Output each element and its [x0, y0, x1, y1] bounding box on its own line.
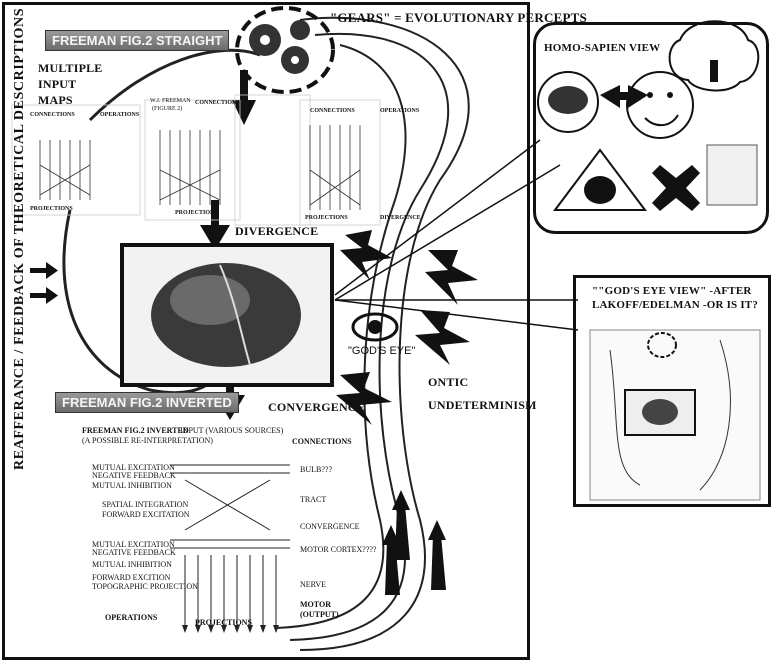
inverted-subtitle: (A POSSIBLE RE-INTERPRETATION) — [82, 436, 213, 445]
p3-projections: PROJECTIONS — [305, 215, 348, 221]
mim-line-2: INPUT — [38, 77, 77, 91]
inv-left-6: NEGATIVE FEEDBACK — [92, 548, 176, 557]
inv-left-7: MUTUAL INHIBITION — [92, 560, 172, 569]
banner-straight: FREEMAN FIG.2 STRAIGHT — [45, 30, 230, 51]
inv-motor: MOTOR (OUTPUT) — [300, 600, 339, 619]
banner-inverted: FREEMAN FIG.2 INVERTED — [55, 392, 239, 413]
inverted-input: INPUT (VARIOUS SOURCES) — [180, 426, 284, 435]
inverted-title: FREEMAN FIG.2 INVERTED — [82, 426, 189, 435]
p1-head-2: (FIGURE 2) — [152, 106, 183, 112]
ontic-label: ONTIC — [428, 375, 469, 389]
side-title: REAFFERANCE / FEEDBACK OF THEORETICAL DE… — [12, 7, 27, 470]
mim-line-1: MULTIPLE — [38, 61, 103, 75]
undeterminism-label: UNDETERMINISM — [428, 398, 537, 412]
divergence-label: DIVERGENCE — [235, 224, 319, 238]
inv-right-1: TRACT — [300, 495, 327, 504]
gods-eye-view-line-2: LAKOFF/EDELMAN -OR IS IT? — [592, 299, 759, 311]
p0-projections: PROJECTIONS — [30, 206, 73, 212]
inv-left-3: SPATIAL INTEGRATION — [102, 500, 189, 509]
inverted-connections: CONNECTIONS — [292, 437, 352, 446]
inv-right-2: CONVERGENCE — [300, 522, 360, 531]
gears-label: "GEARS" = EVOLUTIONARY PERCEPTS — [330, 10, 587, 25]
gods-eye-view-title: ""GOD'S EYE VIEW" -AFTER LAKOFF/EDELMAN … — [592, 284, 758, 312]
inv-left-4: FORWARD EXCITATION — [102, 510, 190, 519]
p1-head-1: W.J. FREEMAN — [150, 98, 191, 104]
p1-connections: CONNECTIONS — [195, 100, 240, 106]
inv-projections: PROJECTIONS — [195, 618, 252, 627]
inv-operations: OPERATIONS — [105, 613, 158, 622]
gods-eye-view-line-1: ""GOD'S EYE VIEW" -AFTER — [592, 285, 752, 297]
p3-operations: OPERATIONS — [380, 108, 420, 114]
inv-right-0: BULB??? — [300, 465, 332, 474]
inv-left-0: MUTUAL EXCITATION — [92, 463, 175, 472]
inv-left-9: TOPOGRAPHIC PROJECTION — [92, 582, 198, 591]
homo-sapien-view-title: HOMO-SAPIEN VIEW — [544, 42, 661, 54]
inv-motor-1: MOTOR — [300, 600, 331, 609]
multiple-input-maps: MULTIPLE INPUT MAPS — [38, 60, 103, 108]
inv-right-3: MOTOR CORTEX???? — [300, 545, 377, 554]
inv-motor-2: (OUTPUT) — [300, 609, 339, 619]
gods-eye-label: "GOD'S EYE" — [348, 345, 416, 357]
main-diagram-frame — [2, 2, 530, 660]
mim-line-3: MAPS — [38, 93, 73, 107]
p3-divergence: DIVERGENCE — [380, 215, 421, 221]
inv-left-2: MUTUAL INHIBITION — [92, 481, 172, 490]
inv-left-5: MUTUAL EXCITATION — [92, 540, 175, 549]
p0-operations: OPERATIONS — [100, 112, 140, 118]
inv-right-4: NERVE — [300, 580, 327, 589]
inv-left-1: NEGATIVE FEEDBACK — [92, 471, 176, 480]
p1-projections: PROJECTIONS — [175, 210, 218, 216]
p3-connections: CONNECTIONS — [310, 108, 355, 114]
convergence-label: CONVERGENCE — [268, 400, 365, 414]
inv-left-8: FORWARD EXCITION — [92, 573, 171, 582]
p0-connections: CONNECTIONS — [30, 112, 75, 118]
